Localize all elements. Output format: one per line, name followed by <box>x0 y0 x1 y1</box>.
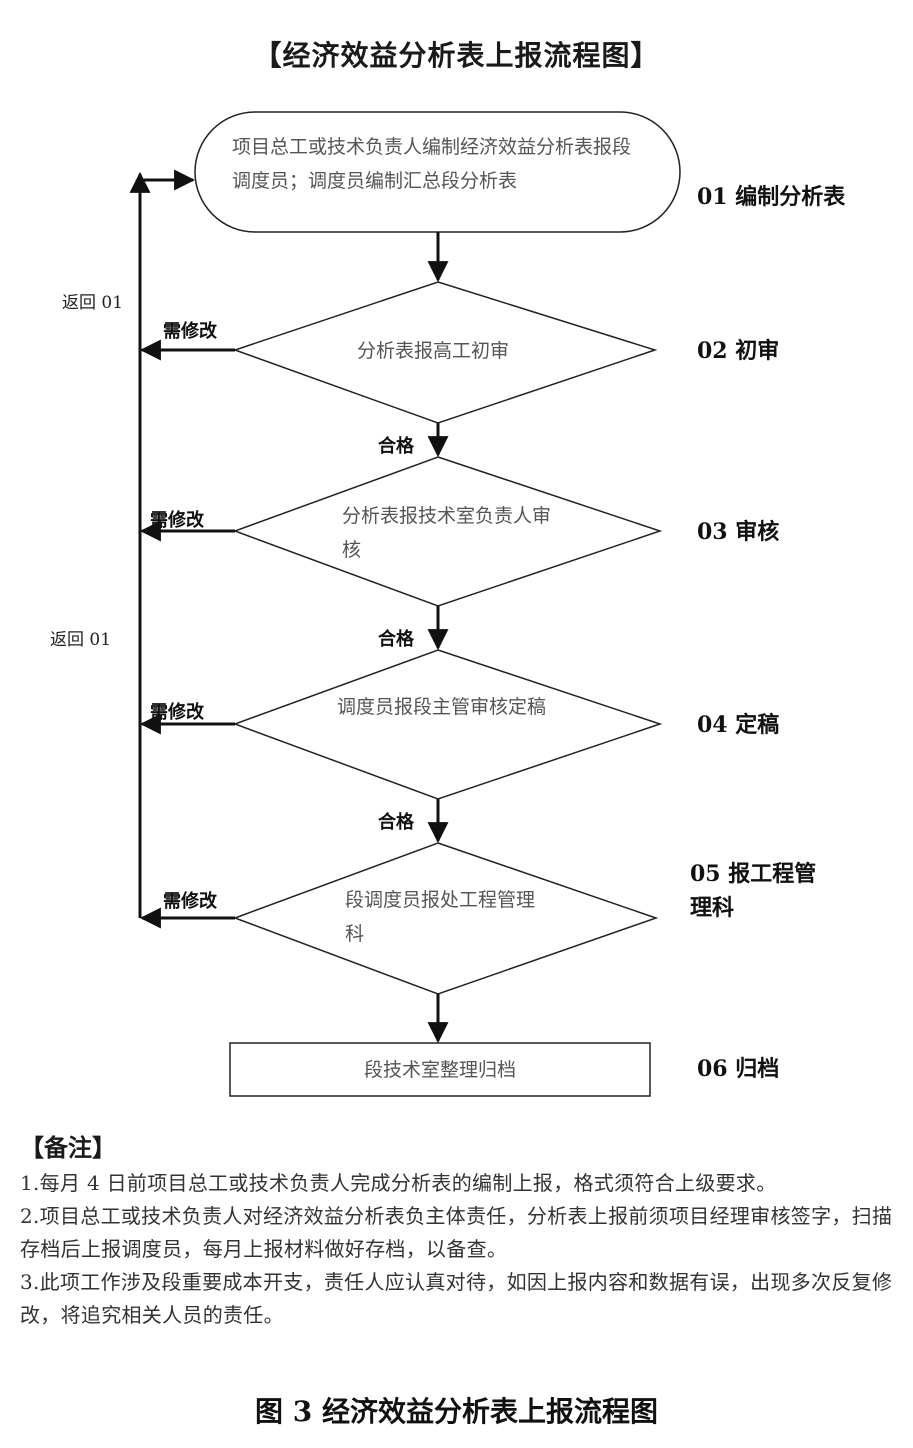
notes-section: 【备注】 1.每月 4 日前项目总工或技术负责人完成分析表的编制上报，格式须符合… <box>20 1128 900 1332</box>
node-06-shape <box>229 1042 651 1097</box>
node-03-text: 分析表报技术室负责人审核 <box>342 505 552 561</box>
step-02-label: 02 初审 <box>697 338 780 364</box>
node-04-shape <box>232 649 663 800</box>
note-item-2: 2.项目总工或技术负责人对经济效益分析表负主体责任，分析表上报前须项目经理审核签… <box>20 1204 893 1261</box>
pass-label-03: 合格 <box>378 629 414 650</box>
step-05-label: 05 报工程管理科 <box>690 861 817 921</box>
revise-label-05: 需修改 <box>163 891 217 912</box>
node-02-text: 分析表报高工初审 <box>357 340 510 362</box>
pass-label-04: 合格 <box>378 812 414 833</box>
note-item-1: 1.每月 4 日前项目总工或技术负责人完成分析表的编制上报，格式须符合上级要求。 <box>20 1171 777 1195</box>
revise-label-04: 需修改 <box>150 702 204 723</box>
note-item-3: 3.此项工作涉及段重要成本开支，责任人应认真对待，如因上报内容和数据有误，出现多… <box>20 1270 893 1327</box>
return-label-1: 返回 01 <box>62 293 124 313</box>
pass-label-02: 合格 <box>378 436 414 457</box>
step-03-label: 03 审核 <box>697 519 780 545</box>
diagram-title: 【经济效益分析表上报流程图】 <box>253 39 660 72</box>
notes-heading: 【备注】 <box>20 1133 116 1162</box>
figure-caption: 图 3 经济效益分析表上报流程图 <box>255 1395 658 1428</box>
flowchart <box>129 111 681 1097</box>
node-01-text: 项目总工或技术负责人编制经济效益分析表报段调度员；调度员编制汇总段分析表 <box>232 136 632 192</box>
step-01-label: 01 编制分析表 <box>697 184 846 210</box>
revise-label-02: 需修改 <box>163 321 217 342</box>
return-label-2: 返回 01 <box>50 630 112 650</box>
revise-label-03: 需修改 <box>150 510 204 531</box>
node-05-text: 段调度员报处工程管理科 <box>345 889 536 945</box>
step-06-label: 06 归档 <box>697 1056 780 1082</box>
node-06-text: 段技术室整理归档 <box>363 1059 516 1081</box>
node-04-text: 调度员报段主管审核定稿 <box>337 696 547 718</box>
step-04-label: 04 定稿 <box>697 712 780 738</box>
